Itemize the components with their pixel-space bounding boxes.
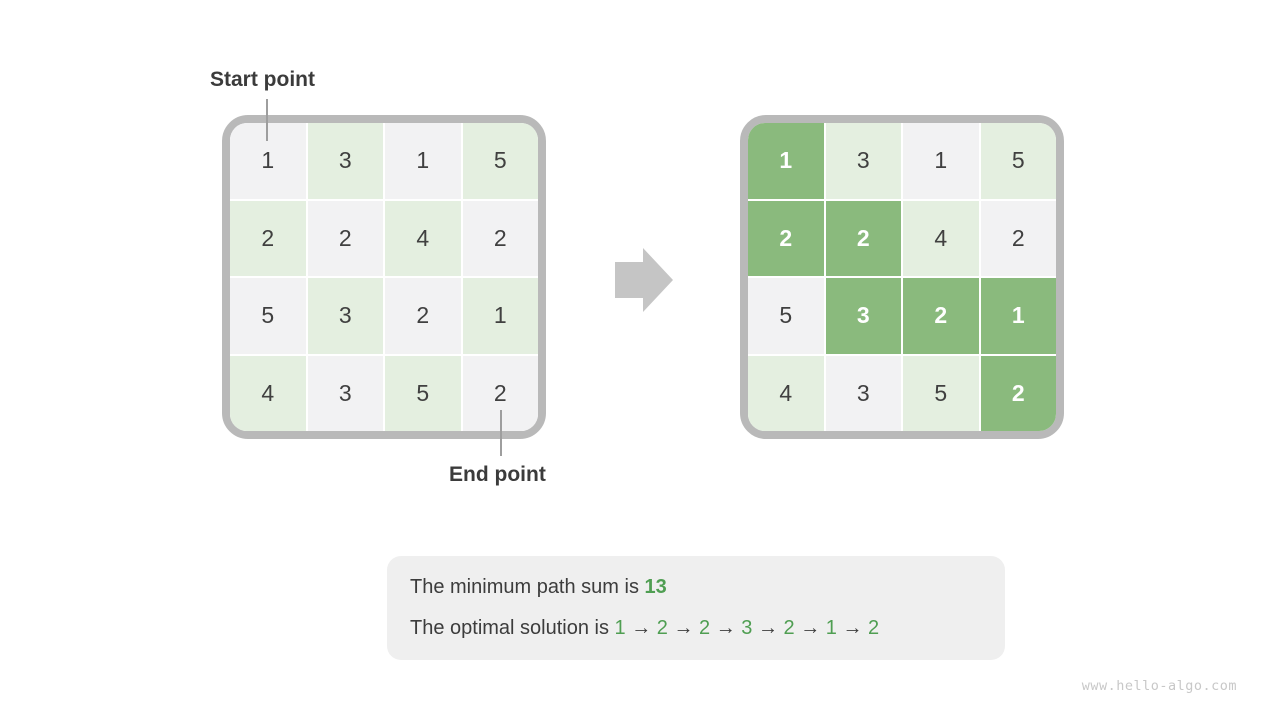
solution-step: 1: [614, 617, 626, 639]
grid-cell: 4: [903, 200, 979, 276]
grid-cell: 1: [903, 123, 979, 199]
grid-cell: 4: [385, 200, 461, 276]
grid-cell: 3: [307, 278, 383, 354]
grid-cell: 2: [980, 200, 1056, 276]
arrow-separator: →: [710, 617, 742, 639]
grid-cell: 2: [230, 200, 306, 276]
arrow-separator: →: [667, 617, 700, 639]
grid-cell: 5: [980, 123, 1056, 199]
grid-cell: 1: [980, 278, 1056, 354]
grid-cell: 1: [462, 278, 538, 354]
solution-prefix: The optimal solution is: [410, 617, 615, 639]
transform-arrow-icon: [615, 248, 673, 317]
arrow-separator: →: [794, 617, 826, 639]
summary-box: The minimum path sum is 13 The optimal s…: [387, 556, 1005, 660]
grid-cell: 2: [748, 200, 824, 276]
grid-cell: 5: [230, 278, 306, 354]
grid-cell: 4: [748, 355, 824, 431]
end-point-label: End point: [449, 463, 546, 486]
arrow-separator: →: [625, 617, 657, 639]
optimal-solution-line: The optimal solution is 1 → 2 → 2 → 3 → …: [410, 608, 1005, 649]
grid-cell: 3: [825, 278, 901, 354]
start-point-leader-line: [266, 99, 268, 141]
grid-cell: 2: [307, 200, 383, 276]
grid-cell: 3: [825, 123, 901, 199]
grid-cell: 3: [307, 123, 383, 199]
grid-cell: 2: [462, 200, 538, 276]
grid-cell: 5: [748, 278, 824, 354]
end-point-leader-line: [500, 410, 502, 456]
grid-cell: 1: [748, 123, 824, 199]
solution-step: 2: [783, 617, 795, 639]
solution-step: 2: [699, 617, 711, 639]
arrow-separator: →: [752, 617, 784, 639]
solution-step: 3: [741, 617, 753, 639]
solution-sequence: 1 → 2 → 2 → 3 → 2 → 1 → 2: [615, 617, 880, 639]
grid-cell: 5: [903, 355, 979, 431]
grid-cell: 3: [307, 355, 383, 431]
grid-cell: 2: [903, 278, 979, 354]
start-point-label: Start point: [210, 68, 315, 91]
grid-cell: 5: [385, 355, 461, 431]
grid-cell: 1: [385, 123, 461, 199]
min-sum-line: The minimum path sum is 13: [410, 567, 1005, 608]
solution-step: 1: [825, 617, 837, 639]
solution-step: 2: [868, 617, 880, 639]
min-sum-prefix: The minimum path sum is: [410, 576, 645, 598]
arrow-separator: →: [836, 617, 869, 639]
grid-cell: 3: [825, 355, 901, 431]
watermark: www.hello-algo.com: [1081, 678, 1237, 694]
grid-cell: 2: [385, 278, 461, 354]
grid-cell: 2: [825, 200, 901, 276]
grid-cell: 5: [462, 123, 538, 199]
grid-cell: 4: [230, 355, 306, 431]
grid-cell: 2: [980, 355, 1056, 431]
solution-step: 2: [656, 617, 668, 639]
min-sum-value: 13: [644, 576, 667, 598]
